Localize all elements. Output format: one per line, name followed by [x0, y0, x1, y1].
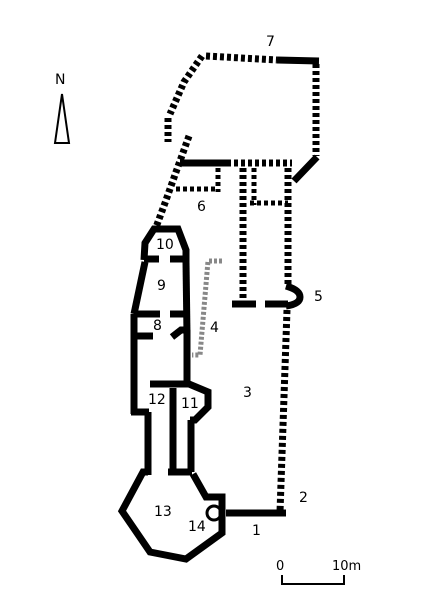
label-4: 4: [210, 320, 219, 336]
label-2: 2: [299, 490, 308, 506]
area-7-walls: [164, 52, 320, 184]
scale-bar-start: 0: [276, 559, 284, 574]
north-arrow: N: [53, 72, 71, 144]
wall-diagonal-northwest: [151, 134, 193, 232]
room-labels: 1 2 3 4 5 6 7 8 9 10 11 12 13 14: [148, 34, 323, 539]
label-3: 3: [243, 385, 252, 401]
label-5: 5: [314, 289, 323, 305]
wall-7-right-lower: [291, 154, 320, 184]
area-6-walls: [176, 159, 292, 206]
label-11: 11: [181, 396, 199, 412]
label-10: 10: [156, 237, 174, 253]
label-6: 6: [197, 199, 206, 215]
label-8: 8: [153, 318, 162, 334]
label-12: 12: [148, 392, 166, 408]
room-13-outline: [117, 468, 226, 563]
west-range-walls: [117, 225, 226, 563]
area-3-walls: [226, 168, 304, 517]
wall-5-curve: [284, 282, 304, 310]
wall-7-top-solid: [276, 56, 320, 65]
room-9-left-wall: [130, 261, 149, 315]
label-14: 14: [188, 519, 206, 535]
label-13: 13: [154, 504, 172, 520]
wall-7-top-dashed: [205, 52, 278, 64]
room-10-outline: [140, 225, 190, 262]
room-9-right-wall: [182, 261, 191, 336]
label-7: 7: [266, 34, 275, 50]
north-label: N: [55, 72, 65, 88]
scale-bar-end: 10m: [332, 559, 361, 574]
room-14-turret: [205, 504, 223, 522]
north-arrow-icon: [53, 93, 71, 144]
wall-7-left-upper: [166, 54, 205, 116]
label-9: 9: [157, 278, 166, 294]
scale-bar-line: [281, 575, 345, 585]
wall-4-grey: [192, 258, 222, 358]
wall-2-outer: [276, 309, 291, 513]
scale-bar: 0 10m: [276, 559, 361, 585]
label-1: 1: [252, 523, 261, 539]
